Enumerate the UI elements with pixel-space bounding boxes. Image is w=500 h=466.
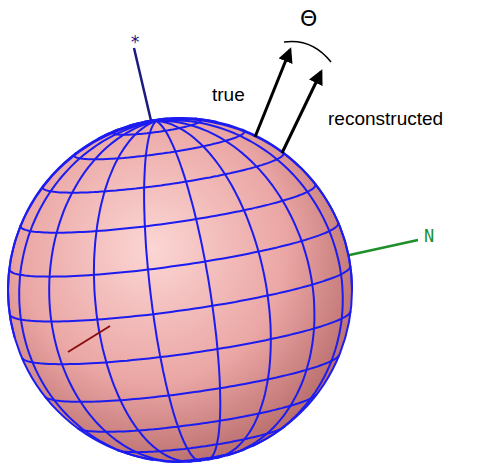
grid-line bbox=[45, 355, 339, 402]
north-axis bbox=[345, 240, 418, 256]
third-axis bbox=[68, 326, 110, 352]
angle-arc bbox=[284, 41, 331, 62]
grid-line bbox=[49, 121, 181, 462]
sphere-grid bbox=[8, 118, 352, 462]
angle-label: Θ bbox=[300, 6, 317, 31]
grid-line bbox=[156, 121, 220, 460]
grid-line bbox=[144, 121, 201, 461]
grid-line bbox=[156, 121, 271, 458]
grid-line bbox=[21, 183, 316, 232]
grid-line bbox=[19, 121, 156, 460]
grid-line bbox=[94, 121, 192, 462]
grid-line bbox=[10, 266, 351, 322]
star-axis-label: * bbox=[130, 32, 140, 52]
grid-line bbox=[9, 222, 338, 276]
reconstructed-arrow bbox=[282, 72, 321, 153]
true-arrow bbox=[255, 50, 290, 137]
sphere bbox=[8, 118, 352, 462]
reconstructed-label: reconstructed bbox=[328, 108, 443, 130]
star-axis bbox=[134, 48, 152, 125]
grid-line bbox=[22, 311, 351, 364]
true-label: true bbox=[212, 84, 245, 106]
grid-line bbox=[74, 129, 244, 159]
sphere-rim bbox=[8, 118, 352, 462]
north-axis-label: N bbox=[424, 226, 434, 246]
